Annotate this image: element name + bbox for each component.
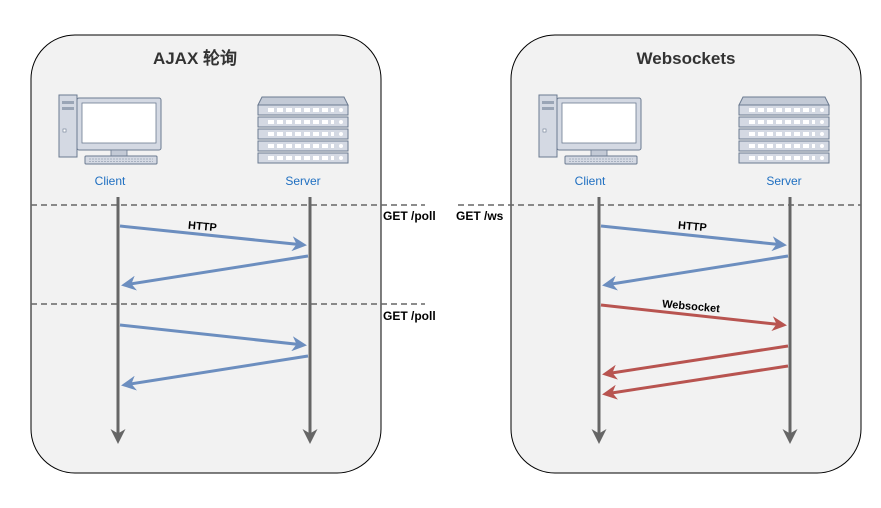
ws-websocket-send-arrow: [600, 303, 787, 332]
ajax-server-label: Server: [285, 174, 320, 188]
ws-server-label: Server: [766, 174, 801, 188]
ajax-http-request-arrow: [119, 224, 307, 252]
ws-http-response-arrow: [602, 254, 789, 291]
ws-http-request-arrow: [600, 224, 787, 252]
ajax-http-label: HTTP: [188, 220, 218, 234]
server-rack-icon: [737, 95, 831, 165]
websockets-panel-title: Websockets: [637, 49, 736, 68]
ajax-panel: AJAX 轮询 Client Server GET /poll GET /pol…: [30, 34, 436, 474]
ws-http-label: HTTP: [678, 220, 708, 234]
ajax-panel-title: AJAX 轮询: [153, 48, 237, 68]
ws-websocket-push-arrow-1: [602, 344, 789, 380]
ws-websocket-label: Websocket: [662, 298, 721, 315]
ajax-request-label-2: GET /poll: [383, 309, 436, 323]
ajax-client-label: Client: [95, 174, 126, 188]
ws-client-label: Client: [575, 174, 606, 188]
ws-websocket-push-arrow-2: [602, 364, 789, 400]
ajax-poll-response-arrow: [121, 354, 309, 391]
server-rack-icon: [256, 95, 350, 165]
websockets-panel: Websockets Client Server GET /ws HTTP We…: [456, 34, 862, 474]
ajax-http-response-arrow: [121, 254, 309, 291]
ws-request-label: GET /ws: [456, 209, 504, 223]
ajax-poll-request-arrow: [119, 323, 307, 352]
ajax-request-label-1: GET /poll: [383, 209, 436, 223]
